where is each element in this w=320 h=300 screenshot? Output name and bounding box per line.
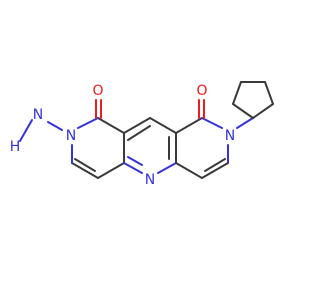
bond-cp-2	[232, 81, 242, 105]
bond-c10a-c11	[175, 117, 203, 134]
oxygen-label-right: O	[196, 83, 207, 99]
bond-c4a-c4	[97, 162, 125, 179]
atom-labels: O O N N N N H	[10, 83, 236, 188]
bond-n-nh2	[47, 121, 63, 131]
bond-c9a-c10-double	[127, 125, 151, 141]
bond-nh2-h	[19, 119, 33, 142]
bond-cp-5	[252, 103, 274, 119]
chemical-structure-diagram: O O N N N N H	[10, 81, 274, 188]
bonds	[47, 81, 274, 179]
bond-n5-c4a	[123, 162, 143, 174]
amino-nitrogen-label: N	[33, 107, 43, 123]
bond-n2-c1	[77, 117, 99, 129]
molecule-canvas: O O N N N N H	[9, 81, 274, 188]
bond-c13-c14-double	[204, 158, 226, 172]
bond-c9-c9a	[97, 117, 125, 134]
bond-cp-4	[264, 81, 274, 105]
bond-c10-c10a	[149, 117, 177, 134]
bond-c5a-n5	[157, 162, 177, 174]
bond-n12-cyclopentyl	[236, 117, 254, 129]
bond-c4-c3	[71, 162, 99, 179]
amino-hydrogen-label: H	[10, 139, 21, 155]
nitrogen-label-right: N	[225, 128, 235, 144]
oxygen-label-left: O	[92, 83, 103, 99]
nitrogen-label-left: N	[66, 128, 76, 144]
nitrogen-label-center: N	[145, 172, 155, 188]
bond-c11-n12	[201, 117, 223, 129]
bond-c4-c3-double	[74, 158, 96, 172]
bond-c14-c5a	[175, 162, 203, 179]
bond-n5-c4a-double	[127, 156, 143, 166]
bond-cp-1	[232, 103, 254, 119]
bond-c13-c14	[201, 162, 229, 179]
bond-c9a-c10	[123, 117, 151, 134]
